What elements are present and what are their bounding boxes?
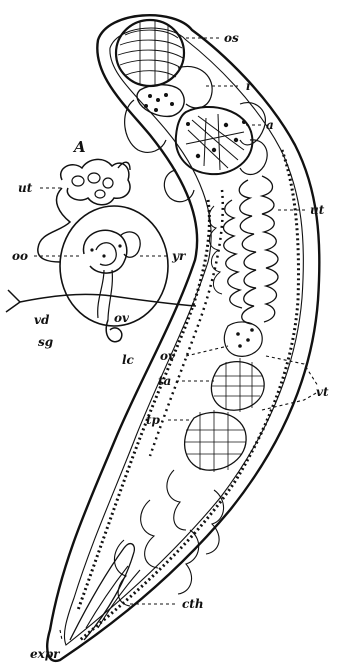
label-expr: expr bbox=[30, 647, 61, 661]
leader-lines bbox=[34, 38, 318, 640]
worm-body bbox=[47, 15, 319, 661]
gut-lobes bbox=[164, 103, 267, 202]
label-ut-right: ut bbox=[310, 203, 325, 217]
label-ta: ta bbox=[158, 374, 171, 388]
oral-sucker bbox=[116, 20, 184, 86]
label-inset-A: A bbox=[72, 138, 86, 156]
posterior-testis bbox=[184, 410, 246, 472]
label-oo: oo bbox=[12, 249, 28, 263]
anterior-testis bbox=[211, 358, 264, 412]
label-os: os bbox=[224, 31, 239, 45]
label-ov: ov bbox=[160, 349, 176, 363]
label-yr: yr bbox=[171, 249, 187, 263]
label-tp: tp bbox=[146, 413, 161, 427]
label-cth: cth bbox=[182, 597, 204, 611]
label-i: i bbox=[246, 79, 251, 93]
labels: os i a ut A ut oo yr vd ov sg lc ov ta v… bbox=[12, 31, 329, 661]
label-ut-left: ut bbox=[18, 181, 33, 195]
label-vt: vt bbox=[316, 385, 329, 399]
label-lc: lc bbox=[122, 353, 135, 367]
label-ov-small: ov bbox=[114, 311, 130, 325]
label-a: a bbox=[266, 118, 274, 132]
label-sg: sg bbox=[38, 335, 53, 349]
ovary bbox=[224, 322, 262, 356]
label-vd: vd bbox=[34, 313, 50, 327]
posterior-gut-lobes bbox=[114, 470, 223, 606]
